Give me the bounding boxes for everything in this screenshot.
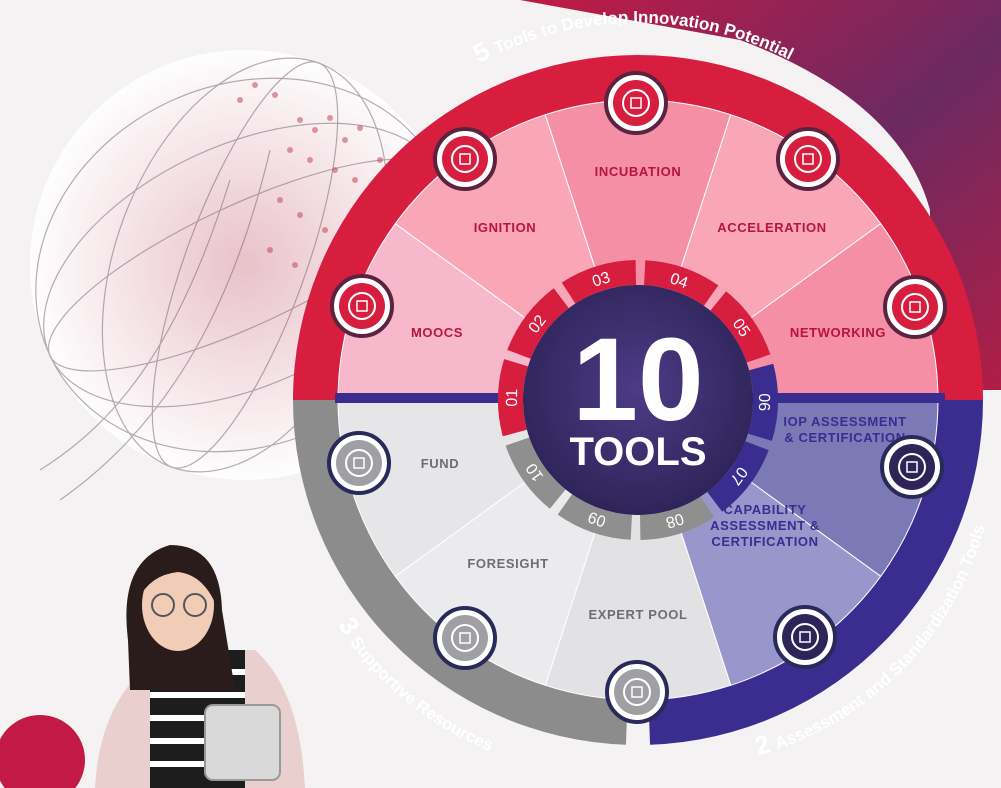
gear-bulb-icon — [433, 127, 497, 191]
tool-label-02: IGNITION — [474, 220, 537, 235]
number-segment-01 — [498, 359, 529, 437]
center-hub — [523, 285, 753, 515]
number-segment-02 — [507, 288, 569, 359]
tool-number: 08 — [664, 509, 686, 530]
background-band — [520, 0, 1001, 390]
sector-labels: MOOCS IGNITION INCUBATION ACCELERATION NETWO… — [411, 164, 906, 622]
number-segment-10 — [505, 437, 566, 509]
tool-label-05: NETWORKING — [790, 325, 886, 340]
tool-label-09: FORESIGHT — [467, 556, 548, 571]
supportive-group-ring — [293, 400, 628, 745]
number-segment-09 — [557, 494, 632, 540]
team-icon — [605, 660, 669, 724]
growth-chart-icon — [604, 71, 668, 135]
tool-number: 03 — [590, 269, 612, 290]
tool-label-01: MOOCS — [411, 325, 463, 340]
tool-icons — [327, 71, 947, 724]
number-segment-08 — [640, 496, 715, 540]
tool-number: 04 — [668, 270, 690, 292]
tool-label-08: EXPERT POOL — [588, 607, 687, 622]
person-illustration — [0, 545, 305, 788]
rocket-icon — [776, 127, 840, 191]
clipboard-icon — [880, 435, 944, 499]
number-segment-07 — [707, 441, 769, 512]
center-number: 10 — [572, 314, 703, 446]
number-segment-04 — [644, 260, 719, 306]
coins-icon — [327, 431, 391, 495]
tool-label-10: FUND — [421, 456, 460, 471]
tool-number: 09 — [586, 508, 608, 530]
tool-label-04: ACCELERATION — [717, 220, 827, 235]
binoculars-icon — [433, 606, 497, 670]
tool-label-06: IOP ASSESSMENT& CERTIFICATION — [783, 414, 906, 445]
number-segment-03 — [561, 260, 636, 304]
number-segment-06 — [747, 363, 778, 441]
people-network-icon — [883, 275, 947, 339]
number-segment-05 — [710, 291, 771, 363]
tool-number: 06 — [755, 393, 772, 411]
center-label: TOOLS — [569, 430, 706, 474]
laptop-wifi-icon — [330, 274, 394, 338]
assessment-group-ring — [648, 400, 983, 745]
tool-number: 01 — [504, 389, 521, 407]
tool-label-03: INCUBATION — [595, 164, 682, 179]
monitor-certificate-icon — [773, 605, 837, 669]
